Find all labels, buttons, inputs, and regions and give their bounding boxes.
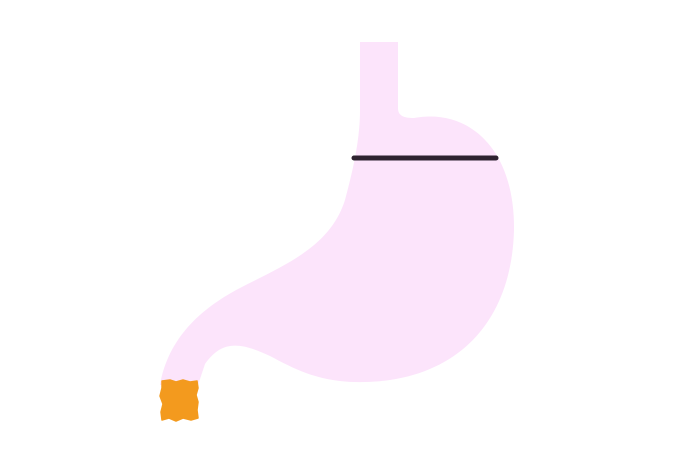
stomach-shape (160, 42, 515, 385)
pylorus-marker (159, 379, 199, 422)
